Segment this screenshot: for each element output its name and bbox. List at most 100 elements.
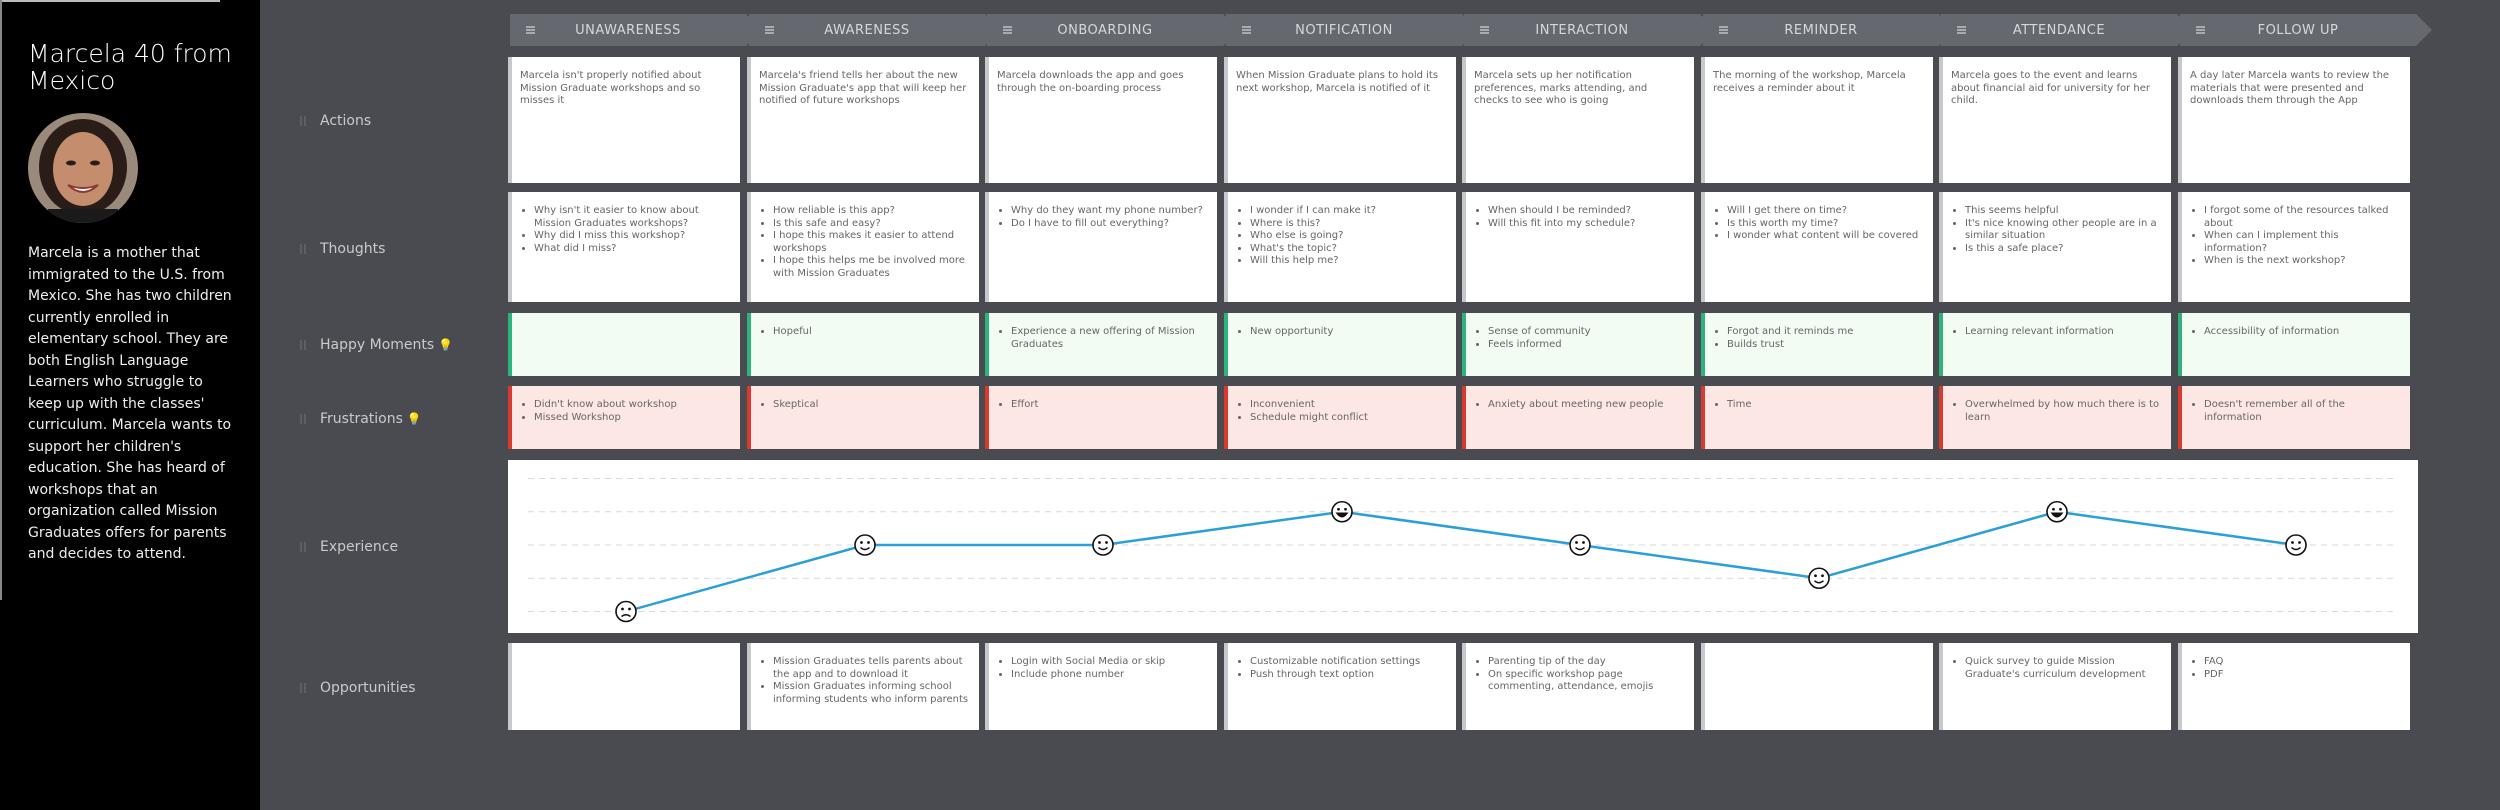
smile-face-icon[interactable] (2285, 534, 2307, 556)
action-card[interactable]: Marcela's friend tells her about the new… (747, 57, 979, 183)
smile-face-icon[interactable] (1092, 534, 1114, 556)
drag-handle-icon[interactable] (526, 26, 535, 34)
list-item: Mission Graduates tells parents about th… (773, 656, 969, 681)
list-item: Is this safe and easy? (773, 218, 969, 231)
list-item: Do I have to fill out everything? (1011, 218, 1207, 231)
list-item: I wonder if I can make it? (1250, 205, 1446, 218)
list-item: How reliable is this app? (773, 205, 969, 218)
stage-header-follow-up[interactable]: FOLLOW UP (2180, 14, 2432, 46)
happy-face-icon[interactable] (1331, 500, 1353, 523)
card-list: I forgot some of the resources talked ab… (2190, 205, 2400, 268)
thought-card[interactable]: I wonder if I can make it?Where is this?… (1224, 192, 1456, 302)
card-list: Quick survey to guide Mission Graduate's… (1951, 656, 2161, 681)
drag-handle-icon[interactable] (300, 340, 306, 350)
action-card[interactable]: The morning of the workshop, Marcela rec… (1701, 57, 1933, 183)
stage-header-notification[interactable]: NOTIFICATION (1226, 14, 1478, 46)
list-item: Didn't know about workshop (534, 399, 730, 412)
drag-handle-icon[interactable] (300, 414, 306, 424)
frustration-card[interactable]: Anxiety about meeting new people (1462, 386, 1694, 449)
drag-handle-icon[interactable] (1480, 26, 1489, 34)
opportunity-card[interactable]: Customizable notification settingsPush t… (1224, 643, 1456, 730)
opportunity-card[interactable] (1701, 643, 1933, 730)
action-card[interactable]: A day later Marcela wants to review the … (2178, 57, 2410, 183)
list-item: Will this fit into my schedule? (1488, 218, 1684, 231)
happy-moment-card[interactable]: New opportunity (1224, 313, 1456, 376)
drag-handle-icon[interactable] (1003, 26, 1012, 34)
chevron-right-icon (2416, 14, 2432, 46)
list-item: When can I implement this information? (2204, 230, 2400, 255)
action-card[interactable]: Marcela goes to the event and learns abo… (1939, 57, 2171, 183)
card-list: How reliable is this app?Is this safe an… (759, 205, 969, 280)
happy-moment-card[interactable]: Hopeful (747, 313, 979, 376)
stage-header-awareness[interactable]: AWARENESS (749, 14, 1001, 46)
drag-handle-icon[interactable] (300, 244, 306, 254)
chevron-right-icon (1223, 14, 1239, 46)
stage-header-interaction[interactable]: INTERACTION (1464, 14, 1716, 46)
happy-moment-card[interactable]: Experience a new offering of Mission Gra… (985, 313, 1217, 376)
happy-moment-card[interactable] (508, 313, 740, 376)
thought-card[interactable]: How reliable is this app?Is this safe an… (747, 192, 979, 302)
list-item: Why do they want my phone number? (1011, 205, 1207, 218)
frustration-card[interactable]: Skeptical (747, 386, 979, 449)
drag-handle-icon[interactable] (765, 26, 774, 34)
action-card[interactable]: Marcela sets up her notification prefere… (1462, 57, 1694, 183)
list-item: Who else is going? (1250, 230, 1446, 243)
frustration-card[interactable]: Effort (985, 386, 1217, 449)
row-label-thoughts: Thoughts (300, 241, 385, 257)
stage-header-unawareness[interactable]: UNAWARENESS (510, 14, 762, 46)
thought-card[interactable]: Why do they want my phone number?Do I ha… (985, 192, 1217, 302)
list-item: Is this a safe place? (1965, 243, 2161, 256)
card-list: Mission Graduates tells parents about th… (759, 656, 969, 706)
drag-handle-icon[interactable] (300, 683, 306, 693)
smile-face-icon[interactable] (854, 534, 876, 556)
experience-line (625, 510, 2297, 613)
experience-chart-svg (528, 478, 2398, 623)
drag-handle-icon[interactable] (1719, 26, 1728, 34)
opportunity-card[interactable]: FAQPDF (2178, 643, 2410, 730)
frustration-card[interactable]: Overwhelmed by how much there is to lear… (1939, 386, 2171, 449)
thought-card[interactable]: When should I be reminded?Will this fit … (1462, 192, 1694, 302)
row-label-text: Actions (320, 113, 372, 129)
drag-handle-icon[interactable] (1242, 26, 1251, 34)
list-item: What's the topic? (1250, 243, 1446, 256)
smile-face-icon[interactable] (1569, 534, 1591, 556)
list-item: Why isn't it easier to know about Missio… (534, 205, 730, 230)
stage-header-attendance[interactable]: ATTENDANCE (1941, 14, 2193, 46)
action-card[interactable]: Marcela isn't properly notified about Mi… (508, 57, 740, 183)
list-item: I hope this makes it easier to attend wo… (773, 230, 969, 255)
drag-handle-icon[interactable] (300, 116, 306, 126)
opportunity-card[interactable]: Quick survey to guide Mission Graduate's… (1939, 643, 2171, 730)
thought-card[interactable]: I forgot some of the resources talked ab… (2178, 192, 2410, 302)
opportunity-card[interactable]: Login with Social Media or skipInclude p… (985, 643, 1217, 730)
sad-face-icon[interactable] (615, 600, 637, 623)
frustration-card[interactable]: Doesn't remember all of the information (2178, 386, 2410, 449)
thought-card[interactable]: Why isn't it easier to know about Missio… (508, 192, 740, 302)
drag-handle-icon[interactable] (1957, 26, 1966, 34)
happy-moment-card[interactable]: Sense of communityFeels informed (1462, 313, 1694, 376)
card-list: Didn't know about workshopMissed Worksho… (520, 399, 730, 424)
stage-header-reminder[interactable]: REMINDER (1703, 14, 1955, 46)
drag-handle-icon[interactable] (300, 542, 306, 552)
thought-card[interactable]: This seems helpfulIt's nice knowing othe… (1939, 192, 2171, 302)
frustration-card[interactable]: Time (1701, 386, 1933, 449)
frustration-card[interactable]: Didn't know about workshopMissed Worksho… (508, 386, 740, 449)
opportunity-card[interactable] (508, 643, 740, 730)
stage-header-onboarding[interactable]: ONBOARDING (987, 14, 1239, 46)
happy-moment-card[interactable]: Forgot and it reminds meBuilds trust (1701, 313, 1933, 376)
frustration-card[interactable]: InconvenientSchedule might conflict (1224, 386, 1456, 449)
list-item: Parenting tip of the day (1488, 656, 1684, 669)
opportunity-card[interactable]: Mission Graduates tells parents about th… (747, 643, 979, 730)
row-label-happy-moments: Happy Moments💡 (300, 337, 453, 353)
card-list: When should I be reminded?Will this fit … (1474, 205, 1684, 230)
drag-handle-icon[interactable] (2196, 26, 2205, 34)
opportunity-card[interactable]: Parenting tip of the dayOn specific work… (1462, 643, 1694, 730)
action-card[interactable]: When Mission Graduate plans to hold its … (1224, 57, 1456, 183)
happy-moment-card[interactable]: Accessibility of information (2178, 313, 2410, 376)
thought-card[interactable]: Will I get there on time?Is this worth m… (1701, 192, 1933, 302)
smile-face-icon[interactable] (1808, 567, 1830, 590)
happy-moment-card[interactable]: Learning relevant information (1939, 313, 2171, 376)
happy-face-icon[interactable] (2046, 500, 2068, 523)
list-item: Accessibility of information (2204, 326, 2400, 339)
chevron-right-icon (1939, 14, 1955, 46)
action-card[interactable]: Marcela downloads the app and goes throu… (985, 57, 1217, 183)
